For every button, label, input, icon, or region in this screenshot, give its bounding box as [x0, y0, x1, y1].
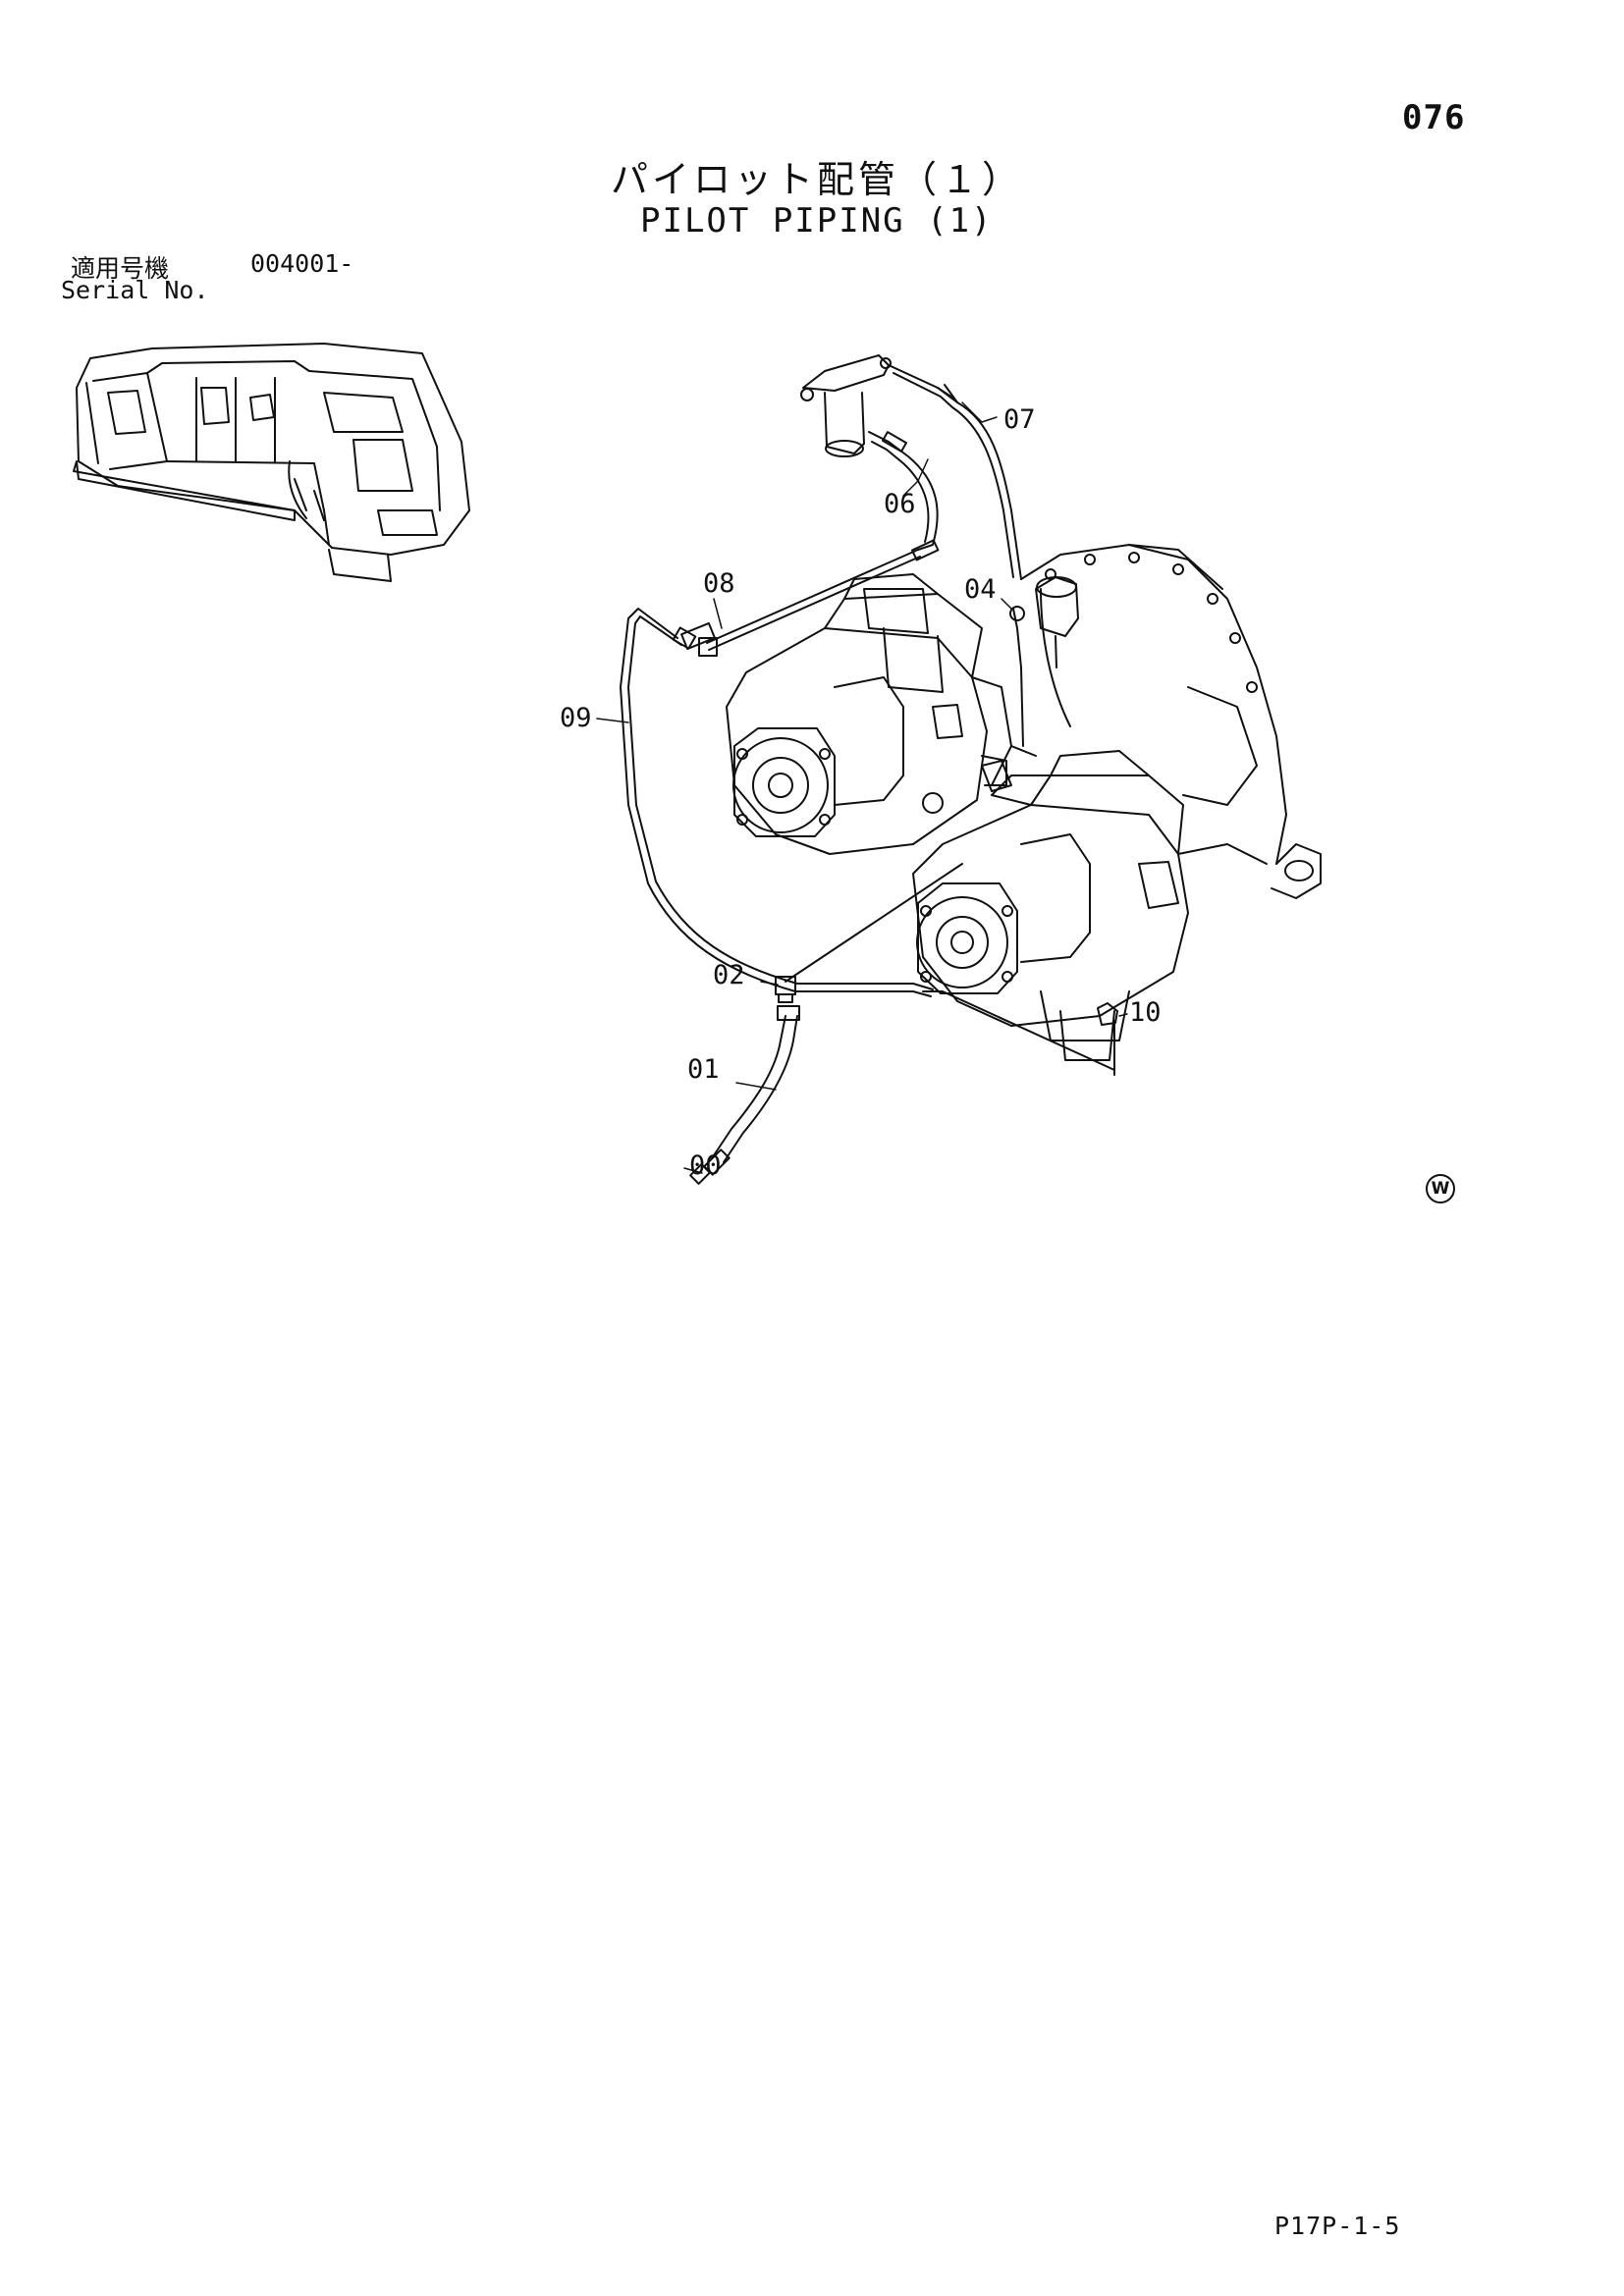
excavator-overview-sketch	[73, 343, 470, 582]
callout-09: 09	[560, 703, 592, 733]
serial-label-english: Serial No.	[61, 276, 209, 304]
engine-flywheel-housing	[1020, 544, 1322, 899]
pilot-filter	[800, 354, 892, 457]
callout-10: 10	[1129, 997, 1162, 1028]
serial-number: 004001-	[250, 249, 354, 278]
callout-00: 00	[689, 1150, 722, 1181]
callout-06: 06	[884, 489, 916, 519]
title-english: PILOT PIPING (1)	[640, 201, 994, 240]
title-japanese: パイロット配管（１）	[611, 158, 1024, 201]
callout-02: 02	[713, 960, 745, 990]
footer-code: P17P-1-5	[1274, 2212, 1401, 2240]
corner-mark: W	[1426, 1174, 1455, 1203]
page-number: 076	[1402, 98, 1466, 137]
callout-01: 01	[687, 1054, 720, 1085]
pump-assembly-front	[912, 750, 1189, 1061]
serial-label-japanese: 適用号機	[71, 254, 170, 283]
callout-04: 04	[964, 574, 997, 605]
callout-08: 08	[703, 568, 735, 599]
callout-07: 07	[1003, 404, 1036, 435]
pump-assembly-rear	[726, 573, 1037, 855]
